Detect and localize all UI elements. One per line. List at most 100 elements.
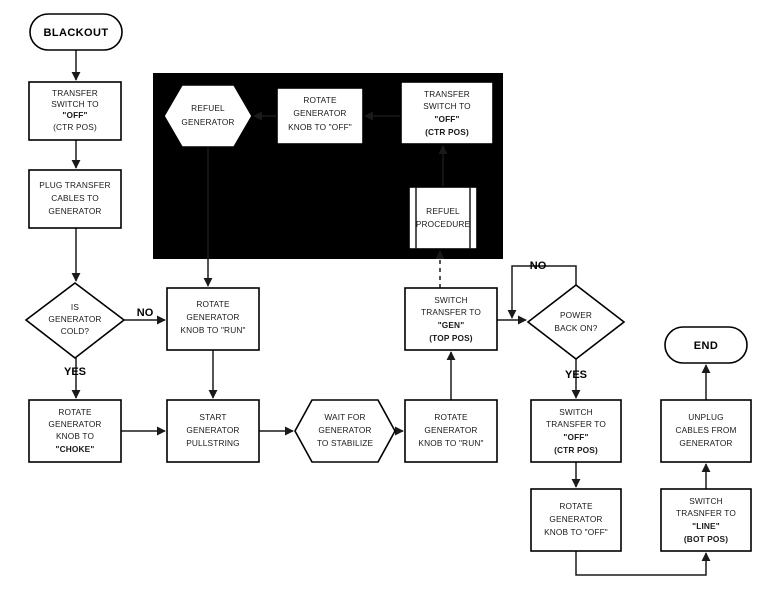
end-label: END [694,340,718,352]
switch-gen-line1: SWITCH [434,295,468,305]
node-knob-run-1[interactable]: ROTATE GENERATOR KNOB TO "RUN" [166,287,260,351]
node-switch-gen[interactable]: SWITCH TRANSFER TO "GEN" (TOP POS) [404,287,498,351]
power-back-on-shape [526,283,626,361]
switch-off-ctr-shape [530,399,622,463]
blackout-label: BLACKOUT [44,27,109,39]
transfer-off-2-line3: "OFF" [434,114,459,124]
knob-run-2-line1: ROTATE [434,412,468,422]
knob-off-refuel-line2: GENERATOR [293,108,346,118]
unplug-cables-shape [660,399,752,463]
edge-label-no-power: NO [530,260,547,272]
refuel-generator-shape [163,84,253,148]
group-title-line2: PROCEDURE [279,201,381,218]
is-generator-cold-shape [24,281,126,360]
knob-run-1-line1: ROTATE [196,299,230,309]
unplug-cables-line1: UNPLUG [688,412,723,422]
switch-line-line2: TRASNFER TO [676,508,736,518]
node-switch-line[interactable]: SWITCH TRASNFER TO "LINE" (BOT POS) [660,488,752,552]
knob-run-2-shape [404,399,498,463]
start-pullstring-line1: START [199,412,226,422]
wait-stabilize-line3: TO STABILIZE [317,438,374,448]
node-refuel-procedure-call[interactable]: REFUEL PROCEDURE [408,186,478,250]
start-pullstring-shape [166,399,260,463]
switch-off-ctr-line4: (CTR POS) [554,445,598,455]
transfer-off-2-line4: (CTR POS) [425,127,469,137]
knob-run-2-line2: GENERATOR [424,425,477,435]
node-switch-off-ctr[interactable]: SWITCH TRANSFER TO "OFF" (CTR POS) [530,399,622,463]
knob-off-final-line2: GENERATOR [549,514,602,524]
switch-gen-line3: "GEN" [438,320,465,330]
plug-cables-shape [28,169,122,229]
knob-run-1-line3: KNOB TO "RUN" [180,325,245,335]
knob-choke-shape [28,399,122,463]
switch-line-shape [660,488,752,552]
refuel-generator-line1: REFUEL [191,103,225,113]
switch-line-line3: "LINE" [692,521,720,531]
wait-stabilize-line1: WAIT FOR [324,412,365,422]
edge-knob-off-final-to-switch-line [575,551,711,576]
knob-off-refuel-line3: KNOB TO "OFF" [288,122,352,132]
refuel-procedure-call-shape [408,186,478,250]
is-generator-cold-line3: COLD? [61,326,90,336]
start-pullstring-line3: PULLSTRING [186,438,240,448]
knob-run-2-line3: KNOB TO "RUN" [418,438,483,448]
power-back-on-line2: BACK ON? [554,323,597,333]
is-generator-cold-line1: IS [71,302,79,312]
plug-cables-line1: PLUG TRANSFER [39,180,110,190]
knob-choke-line3: KNOB TO [56,431,94,441]
node-unplug-cables[interactable]: UNPLUG CABLES FROM GENERATOR [660,399,752,463]
knob-run-1-line2: GENERATOR [186,312,239,322]
refuel-generator-line2: GENERATOR [181,117,234,127]
node-plug-cables[interactable]: PLUG TRANSFER CABLES TO GENERATOR [28,169,122,229]
switch-line-line1: SWITCH [689,496,723,506]
knob-off-final-line1: ROTATE [559,501,593,511]
node-knob-choke[interactable]: ROTATE GENERATOR KNOB TO "CHOKE" [28,399,122,463]
transfer-off-2-line2: SWITCH TO [423,101,471,111]
refuel-procedure-call-line1: REFUEL [426,206,460,216]
transfer-off-1-line3: "OFF" [62,110,87,120]
node-power-back-on[interactable]: POWER BACK ON? [526,283,626,361]
node-is-generator-cold[interactable]: IS GENERATOR COLD? [24,281,126,360]
knob-off-refuel-shape [276,87,364,145]
unplug-cables-line2: CABLES FROM [675,425,736,435]
knob-choke-line4: "CHOKE" [56,444,95,454]
start-pullstring-line2: GENERATOR [186,425,239,435]
node-wait-stabilize[interactable]: WAIT FOR GENERATOR TO STABILIZE [294,399,396,463]
switch-off-ctr-line2: TRANSFER TO [546,419,606,429]
switch-gen-line4: (TOP POS) [429,333,473,343]
edge-label-no-cold: NO [137,307,154,319]
knob-choke-line2: GENERATOR [48,419,101,429]
transfer-off-2-line1: TRANSFER [424,89,470,99]
switch-gen-shape [404,287,498,351]
switch-off-ctr-line1: SWITCH [559,407,593,417]
refuel-procedure-call-line2: PROCEDURE [416,219,471,229]
switch-line-line4: (BOT POS) [684,534,728,544]
plug-cables-line2: CABLES TO [51,193,99,203]
switch-off-ctr-line3: "OFF" [563,432,588,442]
end-shape [664,326,748,364]
knob-run-1-shape [166,287,260,351]
node-knob-off-final[interactable]: ROTATE GENERATOR KNOB TO "OFF" [530,488,622,552]
knob-off-refuel-line1: ROTATE [303,95,337,105]
transfer-off-1-line4: (CTR POS) [53,122,97,132]
switch-gen-line2: TRANSFER TO [421,307,481,317]
node-knob-off-refuel[interactable]: ROTATE GENERATOR KNOB TO "OFF" [276,87,364,145]
wait-stabilize-shape [294,399,396,463]
node-start-pullstring[interactable]: START GENERATOR PULLSTRING [166,399,260,463]
edge-power-no-loop [507,265,577,319]
wait-stabilize-line2: GENERATOR [318,425,371,435]
transfer-off-1-shape [28,81,122,141]
node-transfer-off-1[interactable]: TRANSFER SWITCH TO "OFF" (CTR POS) [28,81,122,141]
transfer-off-1-line2: SWITCH TO [51,99,99,109]
edge-label-yes-power: YES [565,369,587,381]
node-blackout[interactable]: BLACKOUT [29,13,123,51]
unplug-cables-line3: GENERATOR [679,438,732,448]
knob-off-final-shape [530,488,622,552]
node-end[interactable]: END [664,326,748,364]
node-transfer-off-2[interactable]: TRANSFER SWITCH TO "OFF" (CTR POS) [400,81,494,145]
node-refuel-generator[interactable]: REFUEL GENERATOR [163,84,253,148]
node-knob-run-2[interactable]: ROTATE GENERATOR KNOB TO "RUN" [404,399,498,463]
connectors: knob run 1 --> knob choke --> switch off… [71,50,711,576]
